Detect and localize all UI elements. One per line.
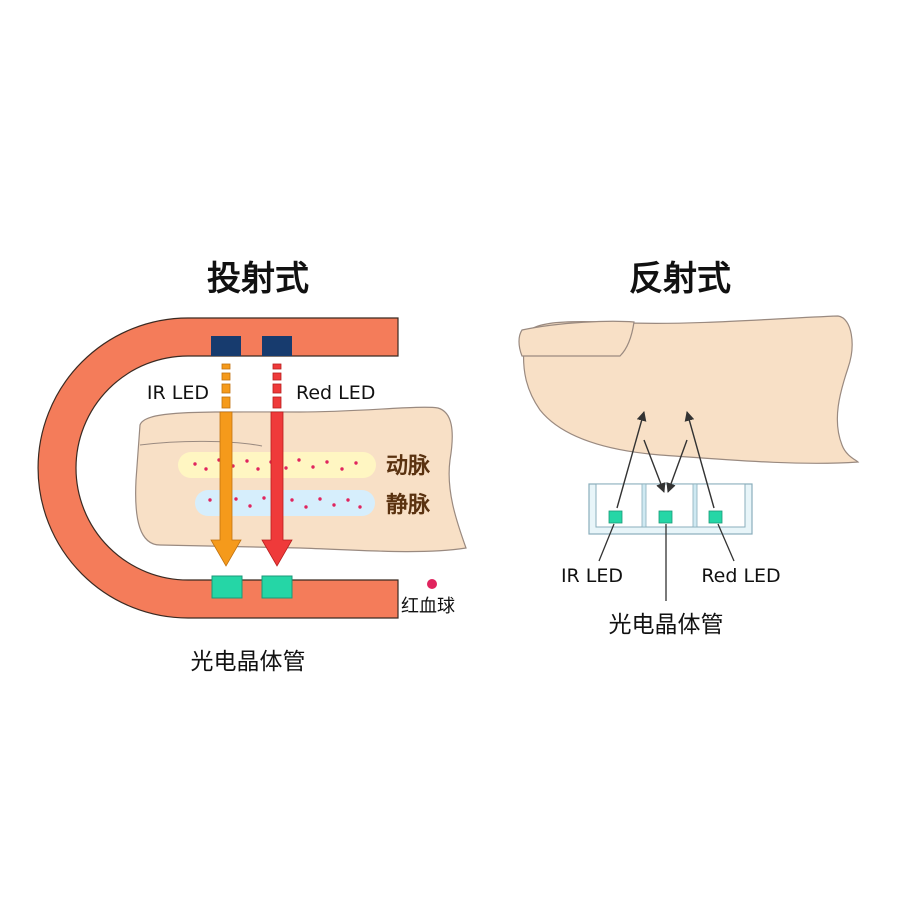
vein-band — [195, 490, 375, 516]
red-light-arrow — [261, 363, 293, 567]
photo-transistor-2 — [261, 575, 293, 599]
reflective-red-led-label: Red LED — [701, 565, 780, 587]
ir-light-arrow — [210, 363, 242, 567]
ir-led — [211, 336, 241, 356]
artery-label: 动脉 — [386, 454, 431, 479]
reflective-ir-led-label: IR LED — [561, 565, 623, 587]
transmissive-title: 投射式 — [207, 259, 309, 299]
reflective-photo-transistor — [658, 510, 673, 524]
reflective-title: 反射式 — [629, 259, 731, 299]
finger-crease — [139, 440, 263, 447]
reflective-red-led — [708, 510, 723, 524]
artery-rbc-dots — [193, 458, 358, 471]
rbc-legend-dot — [427, 579, 437, 589]
reflective-fingernail — [518, 320, 635, 357]
reflection-light-paths — [616, 411, 715, 509]
reflective-ir-led — [608, 510, 623, 524]
vein-label: 静脉 — [386, 492, 431, 518]
transmissive-diagram: 投射式 — [37, 259, 467, 675]
transmissive-photo-label: 光电晶体管 — [191, 649, 306, 675]
clip-frame — [37, 317, 399, 619]
photo-transistor-1 — [211, 575, 243, 599]
reflective-diagram: 反射式 IR LED Red LED 光 — [518, 259, 860, 638]
reflective-photo-label: 光电晶体管 — [609, 612, 724, 638]
finger-body — [135, 406, 467, 553]
red-led-label: Red LED — [296, 382, 375, 404]
reflective-leader-lines — [598, 523, 735, 601]
ir-led-label: IR LED — [147, 382, 209, 404]
rbc-label: 红血球 — [401, 596, 455, 617]
red-led — [262, 336, 292, 356]
